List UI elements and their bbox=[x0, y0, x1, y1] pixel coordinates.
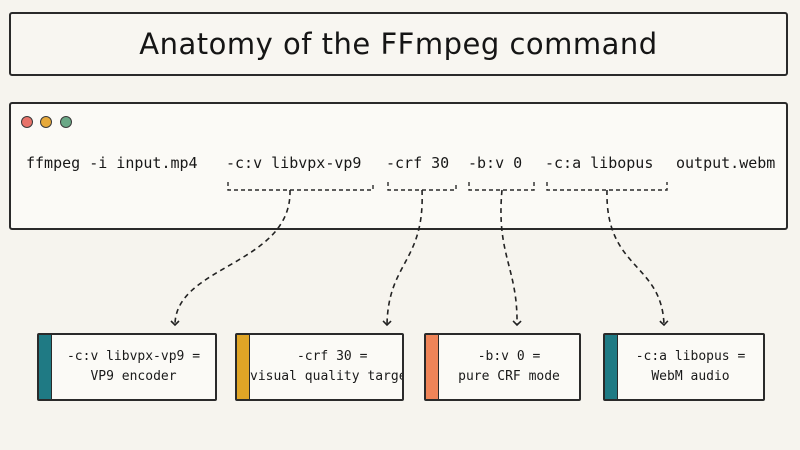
bracket-video-codec bbox=[227, 182, 374, 191]
bracket-crf bbox=[387, 182, 457, 191]
connector-crf bbox=[382, 189, 423, 327]
annotation-meaning: VP9 encoder bbox=[90, 369, 177, 384]
annotation-stripe bbox=[237, 335, 250, 399]
terminal-window bbox=[9, 102, 788, 230]
annotation-meaning: visual quality target bbox=[250, 369, 404, 384]
annotation-video-codec: -c:v libvpx-vp9 = VP9 encoder bbox=[37, 333, 217, 401]
cmd-video-codec: -c:v libvpx-vp9 bbox=[226, 154, 362, 172]
annotation-term: -b:v 0 = bbox=[477, 349, 541, 364]
cmd-bitrate: -b:v 0 bbox=[468, 154, 523, 172]
cmd-base: ffmpeg -i input.mp4 bbox=[26, 154, 198, 172]
diagram-title: Anatomy of the FFmpeg command bbox=[139, 27, 658, 61]
connector-video-codec bbox=[170, 189, 291, 327]
window-dot-yellow bbox=[40, 116, 52, 128]
annotation-stripe bbox=[605, 335, 618, 399]
annotation-audio-codec: -c:a libopus = WebM audio bbox=[603, 333, 765, 401]
annotation-meaning: pure CRF mode bbox=[458, 369, 560, 384]
connector-bitrate bbox=[500, 189, 522, 327]
window-dot-green bbox=[60, 116, 72, 128]
window-dot-red bbox=[21, 116, 33, 128]
annotation-stripe bbox=[39, 335, 52, 399]
annotation-stripe bbox=[426, 335, 439, 399]
annotation-term: -crf 30 = bbox=[296, 349, 368, 364]
connector-audio-codec bbox=[606, 189, 669, 327]
annotation-meaning: WebM audio bbox=[651, 369, 730, 384]
title-box: Anatomy of the FFmpeg command bbox=[9, 12, 788, 76]
cmd-output: output.webm bbox=[676, 154, 776, 172]
cmd-crf: -crf 30 bbox=[386, 154, 450, 172]
annotation-crf: -crf 30 = visual quality target bbox=[235, 333, 404, 401]
annotation-term: -c:v libvpx-vp9 = bbox=[66, 349, 201, 364]
annotation-bitrate: -b:v 0 = pure CRF mode bbox=[424, 333, 581, 401]
bracket-bitrate bbox=[468, 182, 535, 191]
bracket-audio-codec bbox=[546, 182, 668, 191]
cmd-audio-codec: -c:a libopus bbox=[545, 154, 654, 172]
annotation-term: -c:a libopus = bbox=[635, 349, 746, 364]
